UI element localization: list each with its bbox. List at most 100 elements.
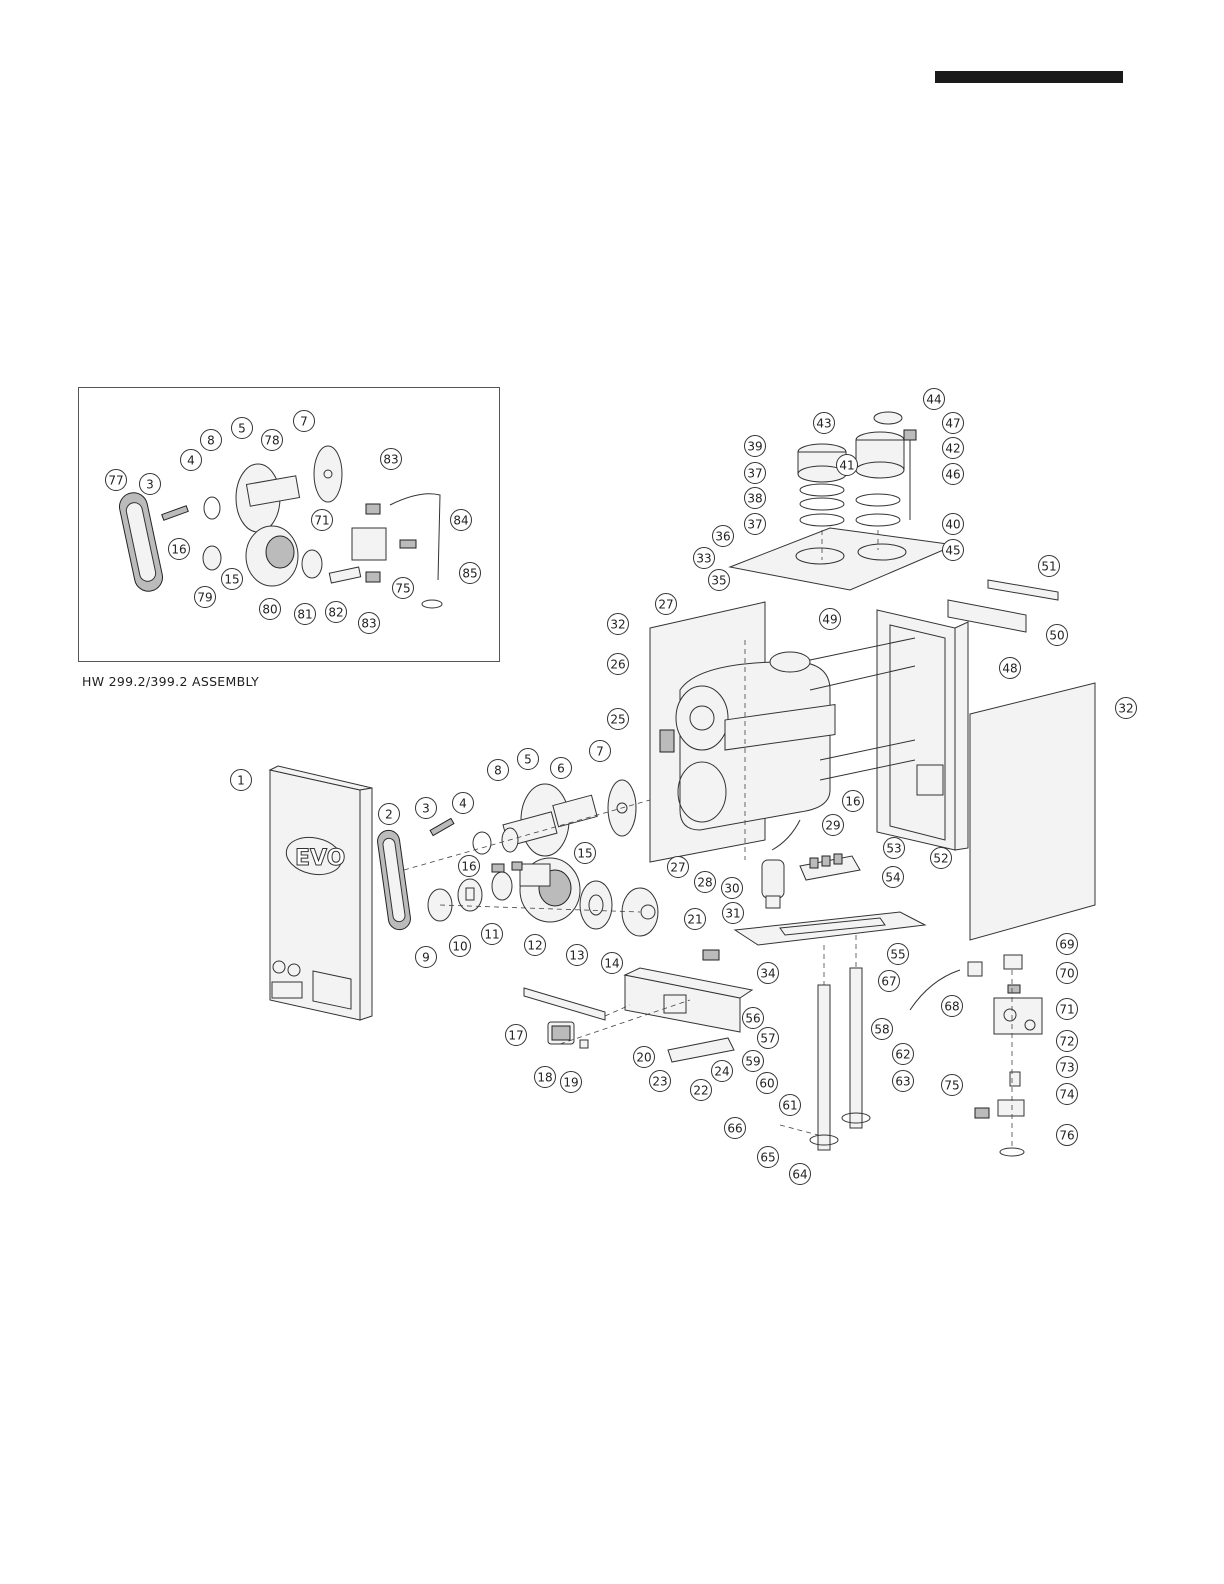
callout-c10: 10 [449, 935, 471, 957]
callout-i5: 5 [231, 417, 253, 439]
callout-c37b: 37 [744, 513, 766, 535]
inset-gasket-81 [301, 549, 323, 579]
callout-i77: 77 [105, 469, 127, 491]
callout-label: 85 [462, 567, 477, 581]
callout-label: 16 [171, 543, 186, 557]
callout-label: 80 [262, 603, 277, 617]
callout-label: 68 [944, 1000, 959, 1014]
callout-c73: 73 [1056, 1056, 1078, 1078]
callout-label: 5 [238, 422, 246, 436]
top-plate-33 [728, 527, 957, 591]
bracket-52-53 [916, 764, 944, 796]
callout-label: 71 [314, 514, 329, 528]
callout-label: 37 [747, 518, 762, 532]
callout-label: 31 [725, 907, 740, 921]
callout-c64: 64 [789, 1163, 811, 1185]
callout-label: 72 [1059, 1035, 1074, 1049]
inset-gasket-79 [202, 545, 222, 571]
callout-c62: 62 [892, 1043, 914, 1065]
callout-c44: 44 [923, 388, 945, 410]
callout-c76: 76 [1056, 1124, 1078, 1146]
callout-label: 51 [1041, 560, 1056, 574]
callout-c34: 34 [757, 962, 779, 984]
callout-c52: 52 [930, 847, 952, 869]
callout-c3: 3 [415, 797, 437, 819]
callout-label: 55 [890, 948, 905, 962]
side-panel-32-right [969, 682, 1096, 941]
callout-i85: 85 [459, 562, 481, 584]
mounting-bracket-17 [523, 987, 606, 1021]
callout-label: 9 [422, 951, 430, 965]
callout-c65: 65 [757, 1146, 779, 1168]
callout-label: 15 [577, 847, 592, 861]
callout-label: 21 [687, 913, 702, 927]
callout-label: 29 [825, 819, 840, 833]
callout-c47: 47 [942, 412, 964, 434]
callout-label: 84 [453, 514, 468, 528]
callout-label: 24 [714, 1065, 729, 1079]
elbow-69 [1003, 954, 1023, 970]
callout-label: 28 [697, 876, 712, 890]
flue-adapter-39 [797, 443, 847, 483]
callout-c32b: 32 [1115, 697, 1137, 719]
callout-label: 71 [1059, 1003, 1074, 1017]
callout-c19: 19 [560, 1071, 582, 1093]
callout-c48: 48 [999, 657, 1021, 679]
callout-label: 42 [945, 442, 960, 456]
rear-frame-48 [876, 609, 969, 851]
callout-i78: 78 [261, 429, 283, 451]
callout-label: 66 [727, 1122, 742, 1136]
callout-label: 83 [383, 453, 398, 467]
condensate-hose-29 [771, 819, 801, 851]
callout-label: 78 [264, 434, 279, 448]
callout-label: 26 [610, 658, 625, 672]
callout-label: 58 [874, 1023, 889, 1037]
callout-label: 54 [885, 871, 900, 885]
callout-label: 17 [508, 1029, 523, 1043]
evo-logo: EVO [295, 846, 345, 871]
callout-label: 16 [461, 860, 476, 874]
callout-label: 46 [945, 468, 960, 482]
callout-c14: 14 [601, 952, 623, 974]
callout-c41: 41 [836, 454, 858, 476]
callout-i79: 79 [194, 586, 216, 608]
mixing-plate-10 [457, 878, 483, 912]
callout-c30: 30 [721, 877, 743, 899]
callout-c57: 57 [757, 1027, 779, 1049]
callout-i83a: 83 [380, 448, 402, 470]
callout-c51: 51 [1038, 555, 1060, 577]
button-19 [579, 1039, 589, 1049]
callout-label: 2 [385, 808, 393, 822]
callout-label: 61 [782, 1099, 797, 1113]
o-ring-4 [472, 831, 492, 855]
heat-exchanger-26 [675, 651, 836, 831]
callout-c27b: 27 [667, 856, 689, 878]
gasket-37b [799, 513, 845, 527]
callout-c16a: 16 [458, 855, 480, 877]
air-adapter-43 [855, 431, 905, 479]
circuit-board-22 [667, 1037, 735, 1063]
callout-c22: 22 [690, 1079, 712, 1101]
callout-c37a: 37 [744, 462, 766, 484]
callout-i8: 8 [200, 429, 222, 451]
callout-label: 60 [759, 1077, 774, 1091]
callout-c74: 74 [1056, 1083, 1078, 1105]
callout-c21: 21 [684, 908, 706, 930]
callout-i81: 81 [294, 603, 316, 625]
callout-c63: 63 [892, 1070, 914, 1092]
callout-c25: 25 [607, 708, 629, 730]
callout-c31: 31 [722, 902, 744, 924]
inset-switch-75 [399, 539, 417, 549]
callout-label: 14 [604, 957, 619, 971]
callout-label: 49 [822, 613, 837, 627]
inset-gas-valve-71 [351, 503, 387, 583]
trap-30-31 [761, 859, 785, 909]
callout-c12: 12 [524, 934, 546, 956]
sensor-15-16 [491, 861, 523, 873]
callout-i80: 80 [259, 598, 281, 620]
callout-label: 32 [610, 618, 625, 632]
callout-label: 22 [693, 1084, 708, 1098]
callout-c16b: 16 [842, 790, 864, 812]
callout-c4: 4 [452, 792, 474, 814]
callout-label: 16 [845, 795, 860, 809]
